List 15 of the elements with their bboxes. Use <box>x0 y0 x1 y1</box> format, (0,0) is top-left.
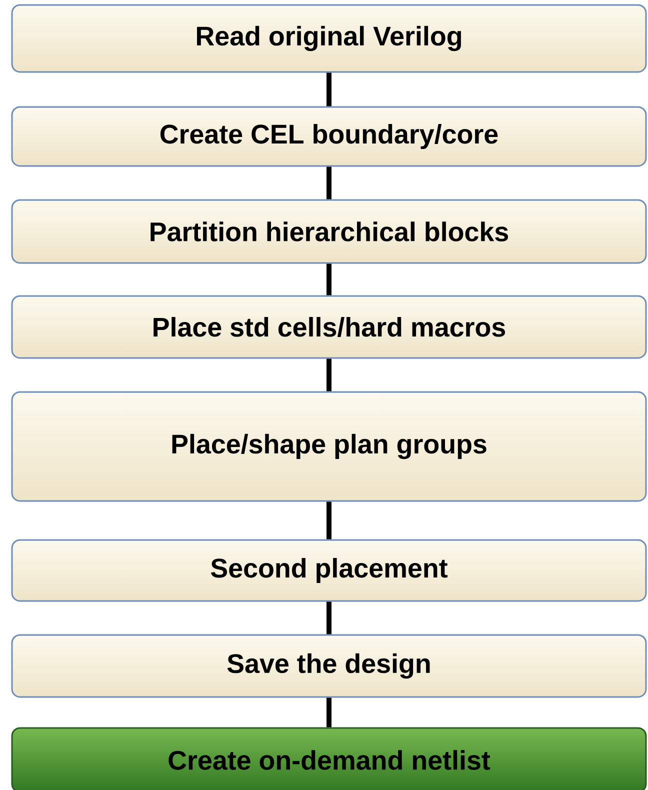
connector-line <box>326 602 332 634</box>
connector-line <box>326 358 332 392</box>
connector-line <box>326 502 332 540</box>
connector-line <box>326 72 332 106</box>
process-box: Place/shape plan groups <box>11 391 647 502</box>
process-box: Create on-demand netlist <box>11 727 647 790</box>
process-box: Read original Verilog <box>11 4 647 73</box>
process-box: Place std cells/hard macros <box>11 295 647 359</box>
connector-line <box>326 698 332 728</box>
process-box: Second placement <box>11 539 647 602</box>
process-box: Create CEL boundary/core <box>11 106 647 167</box>
connector-line <box>326 264 332 296</box>
connector-line <box>326 166 332 200</box>
process-box: Partition hierarchical blocks <box>11 199 647 264</box>
process-box: Save the design <box>11 634 647 698</box>
